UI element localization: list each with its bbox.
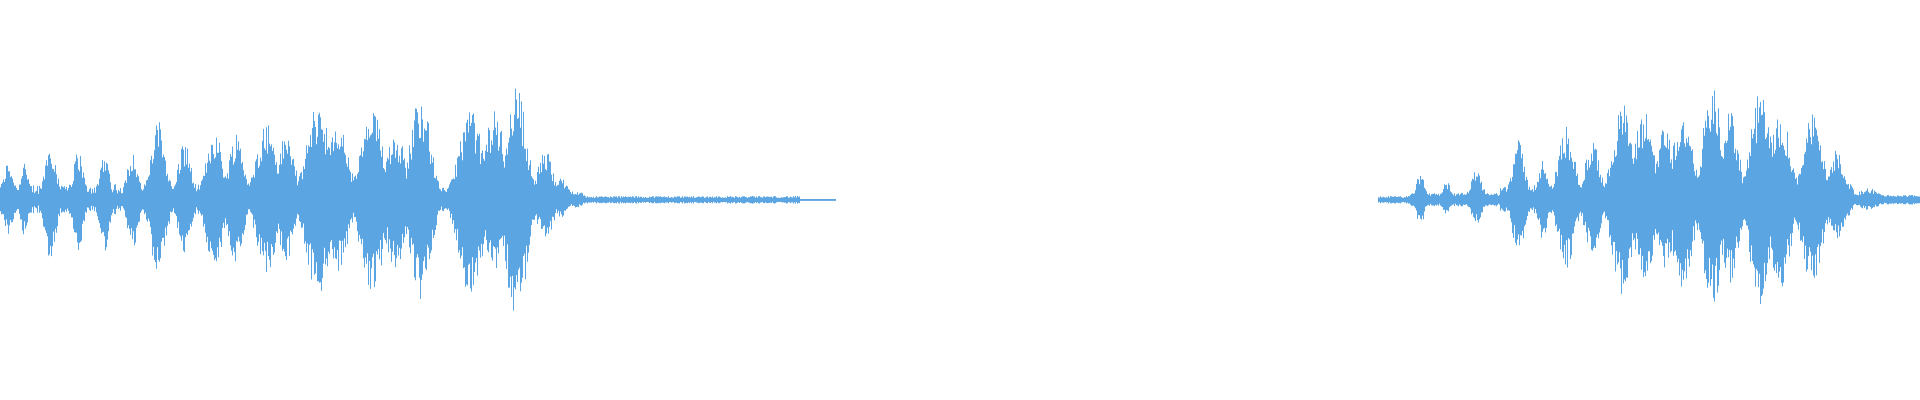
waveform-segment-1 [0, 88, 836, 311]
waveform-segment-2 [1378, 90, 1920, 304]
